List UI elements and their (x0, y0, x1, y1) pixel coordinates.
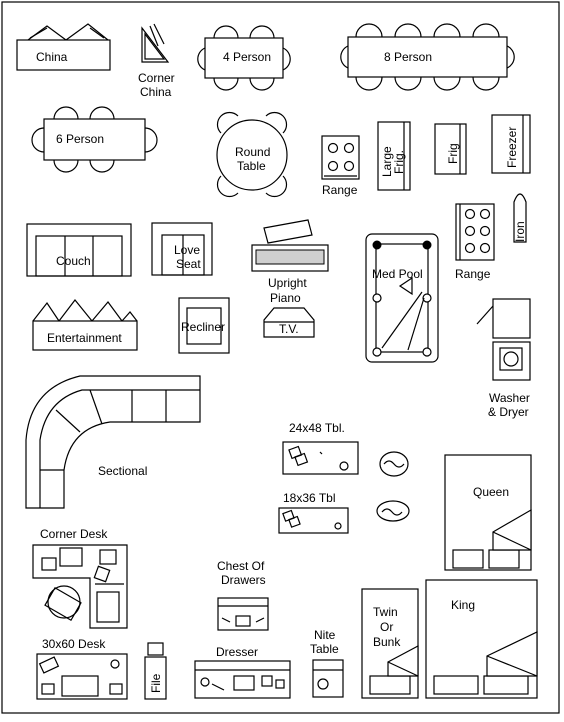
label-love-seat-1: Love (174, 243, 200, 257)
round-table-symbol: Round Table (216, 111, 288, 198)
label-tv: T.V. (279, 322, 299, 336)
large-frig-symbol: Large Frig. (377, 121, 411, 191)
label-chest-of-drawers-1: Chest Of (217, 559, 265, 573)
label-corner-china-2: China (140, 85, 172, 99)
four-person-table-symbol: 4 Person (197, 25, 291, 91)
label-recliner: Recliner (181, 320, 225, 334)
label-iron: Iron (513, 221, 527, 242)
label-frig: Frig (446, 143, 460, 164)
label-couch: Couch (56, 254, 91, 268)
label-large-frig-1: Large (380, 146, 394, 177)
label-round-table-2: Table (237, 159, 266, 173)
label-med-pool: Med Pool (372, 267, 423, 281)
label-6-person: 6 Person (56, 132, 104, 146)
freezer-symbol: Freezer (491, 114, 531, 174)
tv-symbol: T.V. (263, 307, 315, 338)
label-upright-piano-2: Piano (270, 291, 301, 305)
label-upright-piano-1: Upright (268, 276, 307, 290)
eight-person-table-symbol: 8 Person (340, 23, 515, 91)
table-18x36-symbol: 18x36 Tbl (278, 491, 349, 534)
label-24x48-table: 24x48 Tbl. (289, 421, 345, 435)
label-range-side: Range (455, 267, 491, 281)
label-30x60-desk: 30x60 Desk (42, 637, 106, 651)
label-china: China (36, 50, 68, 64)
label-range-top: Range (322, 183, 358, 197)
label-dresser: Dresser (216, 645, 258, 659)
file-cabinet-symbol: File (144, 642, 167, 700)
sectional-symbol: Sectional (25, 375, 201, 509)
label-nite-table-2: Table (310, 642, 339, 656)
label-4-person: 4 Person (223, 50, 271, 64)
label-entertainment: Entertainment (47, 331, 122, 345)
nite-table-symbol: Nite Table (310, 628, 344, 698)
label-twin-1: Twin (373, 605, 398, 619)
couch-symbol: Couch (26, 223, 132, 277)
label-love-seat-2: Seat (176, 257, 201, 271)
love-seat-symbol: Love Seat (151, 222, 213, 276)
corner-desk-symbol: Corner Desk (32, 527, 128, 629)
label-corner-desk: Corner Desk (40, 527, 108, 541)
range-side-symbol: Range (455, 203, 495, 281)
label-washer-dryer-1: Washer (489, 391, 530, 405)
washer-dryer-symbol: Washer & Dryer (476, 298, 531, 419)
label-large-frig-2: Frig. (392, 150, 406, 174)
pool-table-symbol: Med Pool (365, 233, 439, 363)
china-cabinet-symbol: China (16, 23, 111, 71)
label-washer-dryer-2: & Dryer (488, 405, 529, 419)
label-8-person: 8 Person (384, 50, 432, 64)
dresser-symbol: Dresser (194, 645, 291, 699)
recliner-symbol: Recliner (178, 297, 230, 354)
label-nite-table-1: Nite (314, 628, 336, 642)
label-twin-3: Bunk (373, 635, 401, 649)
label-chest-of-drawers-2: Drawers (221, 573, 266, 587)
iron-symbol: Iron (513, 193, 527, 243)
label-round-table-1: Round (235, 145, 270, 159)
label-corner-china-1: Corner (138, 71, 175, 85)
small-table-1-symbol (379, 451, 409, 477)
sheet-border (1, 1, 560, 714)
label-sectional: Sectional (98, 464, 147, 478)
corner-china-symbol: Corner China (138, 23, 175, 99)
label-file: File (149, 673, 163, 693)
table-24x48-symbol: 24x48 Tbl. (282, 421, 359, 475)
range-top-symbol: Range (321, 135, 360, 197)
entertainment-center-symbol: Entertainment (32, 299, 138, 351)
label-king: King (451, 598, 475, 612)
chest-of-drawers-symbol: Chest Of Drawers (217, 559, 269, 631)
king-bed-symbol: King (425, 579, 538, 699)
label-twin-2: Or (380, 620, 393, 634)
queen-bed-symbol: Queen (444, 454, 532, 571)
small-table-2-symbol (376, 500, 410, 522)
label-18x36-table: 18x36 Tbl (283, 491, 335, 505)
upright-piano-symbol: Upright Piano (251, 219, 329, 305)
label-queen: Queen (473, 485, 509, 499)
label-freezer: Freezer (505, 127, 519, 168)
six-person-table-symbol: 6 Person (31, 106, 158, 173)
frig-symbol: Frig (434, 123, 467, 175)
twin-bunk-bed-symbol: Twin Or Bunk (361, 588, 419, 699)
desk-30x60-symbol: 30x60 Desk (36, 637, 128, 700)
